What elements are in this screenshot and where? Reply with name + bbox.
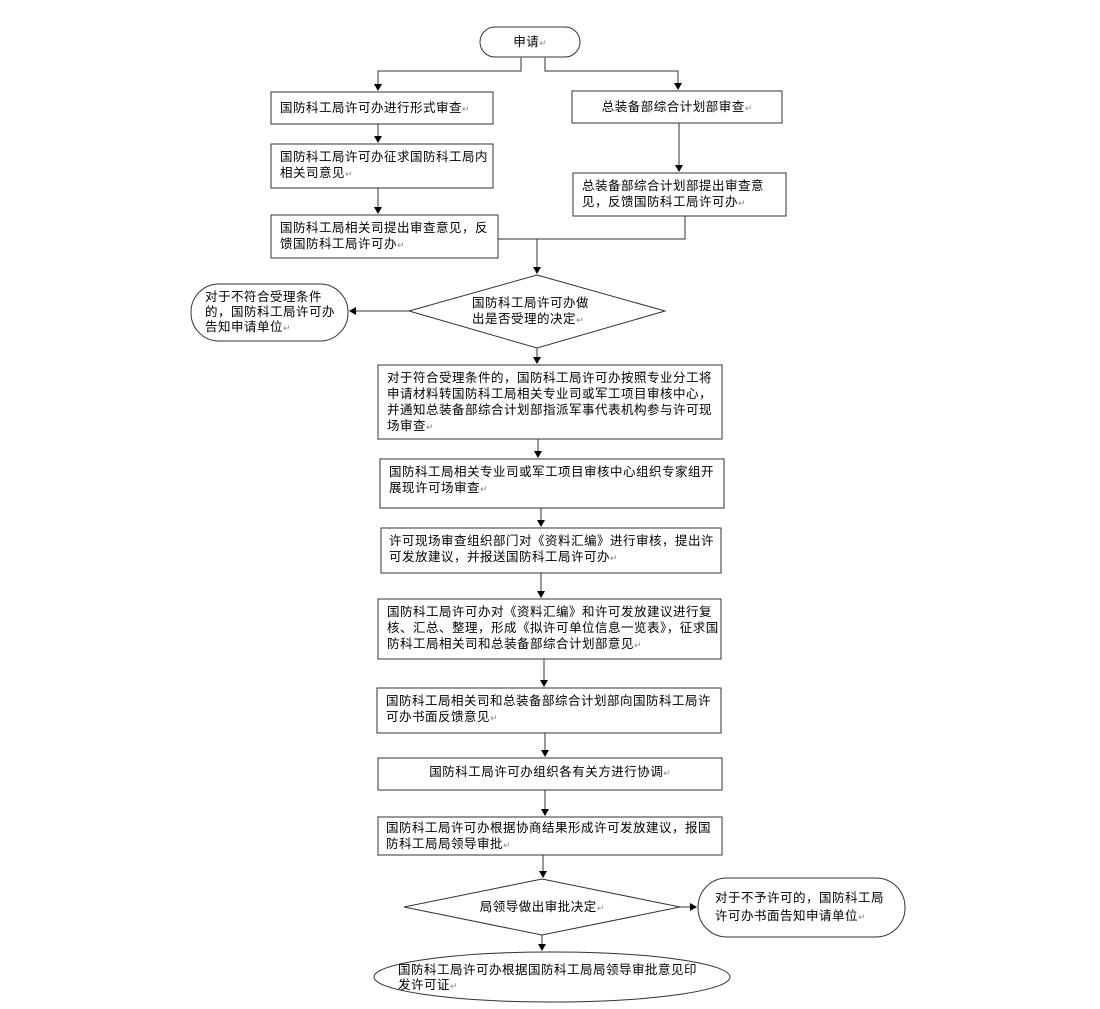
node-issue-license-label: 国防科工局许可办根据国防科工局局领导审批意见印发许可证↵ xyxy=(398,962,698,992)
node-issue-license-shape xyxy=(373,951,731,1003)
node-written-feedback-label: 国防科工局相关司和总装备部综合计划部向国防科工局许可办书面反馈意见↵ xyxy=(386,693,712,724)
node-recheck-summary-label: 国防科工局许可办对《资料汇编》和许可发放建议进行复核、汇总、整理，形成《拟许可单… xyxy=(387,604,719,651)
node-start-label: 申请↵ xyxy=(513,34,547,49)
node-accept-decision-label: 国防科工局许可办做出是否受理的决定↵ xyxy=(472,295,590,326)
node-form-review-shape xyxy=(270,91,494,125)
node-issue-proposal-shape xyxy=(377,816,723,856)
node-issue-proposal-label: 国防科工局许可办根据协商结果形成许可发放建议，报国防科工局局领导审批↵ xyxy=(386,820,712,851)
node-coordination-label: 国防科工局许可办组织各有关方进行协调↵ xyxy=(429,764,671,779)
node-deny-notice-shape xyxy=(697,877,906,938)
edge-start-to-form-review xyxy=(374,57,522,91)
node-approval-decision-label: 局领导做出审批决定↵ xyxy=(479,899,605,914)
node-deny-notice-label: 对于不予许可的，国防科工局许可办书面告知申请单位↵ xyxy=(715,890,885,923)
node-gad-review-label: 总装备部综合计划部审查↵ xyxy=(601,99,753,114)
edge-gad-feedback-merge xyxy=(498,216,686,240)
node-dept-feedback-shape xyxy=(270,214,499,259)
node-forward-materials-shape xyxy=(377,364,723,440)
node-dept-feedback-label: 国防科工局相关司提出审查意见，反馈国防科工局许可办↵ xyxy=(280,220,489,251)
node-gad-review-shape xyxy=(571,90,783,124)
node-forward-materials-label: 对于符合受理条件的，国防科工局许可办按照专业分工将申请材料转国防科工局相关专业司… xyxy=(387,370,713,433)
node-reject-notice-label: 对于不符合受理条件的，国防科工局许可办告知申请单位↵ xyxy=(205,289,336,334)
node-onsite-review-label: 国防科工局相关专业司或军工项目审核中心组织专家组开展现许可场审查↵ xyxy=(389,464,715,495)
node-gad-feedback-shape xyxy=(572,172,787,217)
node-compile-review-shape xyxy=(380,527,722,574)
node-solicit-opinions-label: 国防科工局许可办征求国防科工局内相关司意见↵ xyxy=(280,149,489,180)
node-form-review-label: 国防科工局许可办进行形式审查↵ xyxy=(280,100,470,115)
node-written-feedback-shape xyxy=(376,687,722,734)
node-compile-review-label: 许可现场审查组织部门对《资料汇编》进行审核，提出许可发放建议，并报送国防科工局许… xyxy=(389,533,715,564)
node-recheck-summary-shape xyxy=(377,598,722,660)
node-onsite-review-shape xyxy=(379,458,725,509)
edge-start-to-gad-review xyxy=(544,57,682,90)
node-start-shape xyxy=(479,26,581,58)
node-gad-feedback-label: 总装备部综合计划部提出审查意见，反馈国防科工局许可办↵ xyxy=(582,178,765,209)
node-solicit-opinions-shape xyxy=(270,143,494,189)
node-reject-notice-shape xyxy=(190,283,349,342)
node-coordination-shape xyxy=(377,757,723,791)
